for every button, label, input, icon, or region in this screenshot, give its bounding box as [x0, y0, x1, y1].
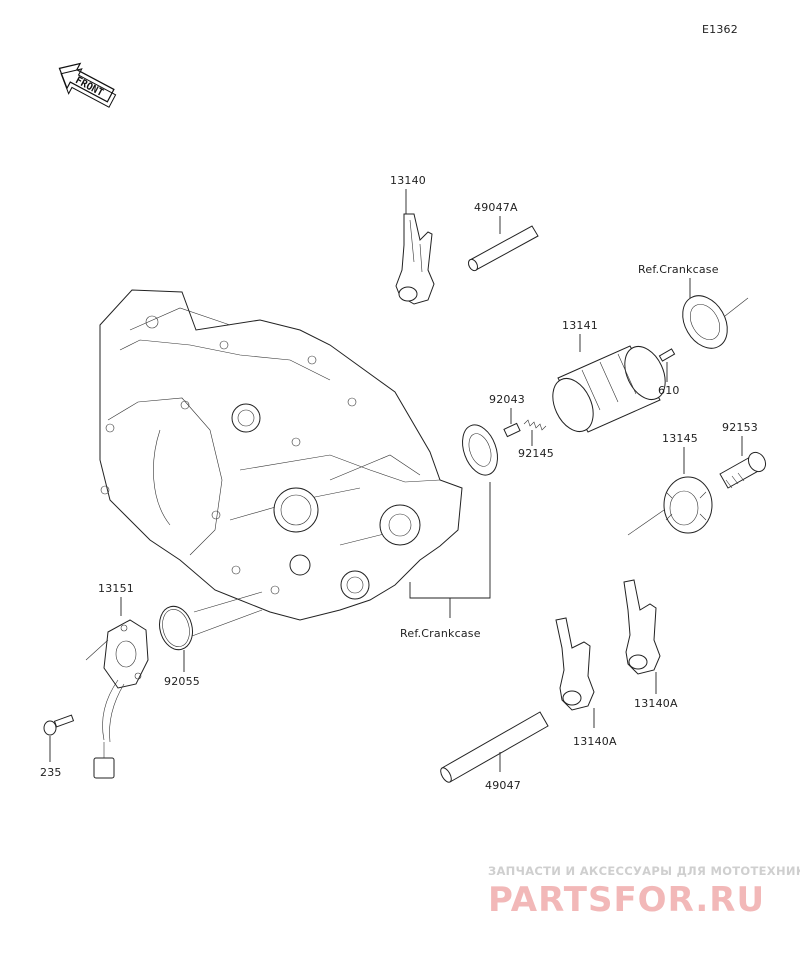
- callout-13140A-right: 13140A: [634, 697, 678, 710]
- pin-92043: [503, 422, 521, 438]
- callout-ref-crankcase-top: Ref.Crankcase: [638, 263, 719, 276]
- callout-92145: 92145: [518, 447, 554, 460]
- shift-fork-13140A-left: [555, 617, 595, 711]
- watermark-subtitle: ЗАПЧАСТИ И АКСЕССУАРЫ ДЛЯ МОТОТЕХНИКИ: [488, 864, 800, 878]
- callout-13140: 13140: [390, 174, 426, 187]
- front-arrow-icon: FRONT: [58, 62, 117, 108]
- callout-49047A: 49047A: [474, 201, 518, 214]
- drum-cam-13145: [663, 476, 713, 534]
- shift-rod-49047A: [467, 225, 539, 272]
- spring-92145: [523, 419, 547, 431]
- pin-610: [658, 348, 676, 362]
- bolt-92153: [719, 451, 767, 489]
- o-ring-92055: [159, 605, 193, 651]
- callout-13141: 13141: [562, 319, 598, 332]
- screw-235: [43, 714, 75, 736]
- shift-rod-49047: [440, 711, 549, 783]
- callout-49047: 49047: [485, 779, 521, 792]
- shift-fork-13140: [395, 213, 435, 305]
- gear-position-sensor-13151: [93, 619, 149, 779]
- callout-ref-crankcase-bottom: Ref.Crankcase: [400, 627, 481, 640]
- shift-fork-13140A-right: [623, 579, 661, 675]
- callout-92055: 92055: [164, 675, 200, 688]
- callout-92043: 92043: [489, 393, 525, 406]
- callout-610: 610: [658, 384, 680, 397]
- callout-13151: 13151: [98, 582, 134, 595]
- callout-13140A-left: 13140A: [573, 735, 617, 748]
- shift-drum-13141: [552, 345, 666, 433]
- watermark-brand: PARTSFOR.RU: [488, 880, 765, 920]
- bearing-ref-crankcase: [682, 295, 728, 349]
- callout-235: 235: [40, 766, 62, 779]
- crankcase: [99, 289, 463, 621]
- diagram-code: E1362: [702, 23, 738, 36]
- needle-bearing: [462, 424, 498, 476]
- callout-92153: 92153: [722, 421, 758, 434]
- callout-13145: 13145: [662, 432, 698, 445]
